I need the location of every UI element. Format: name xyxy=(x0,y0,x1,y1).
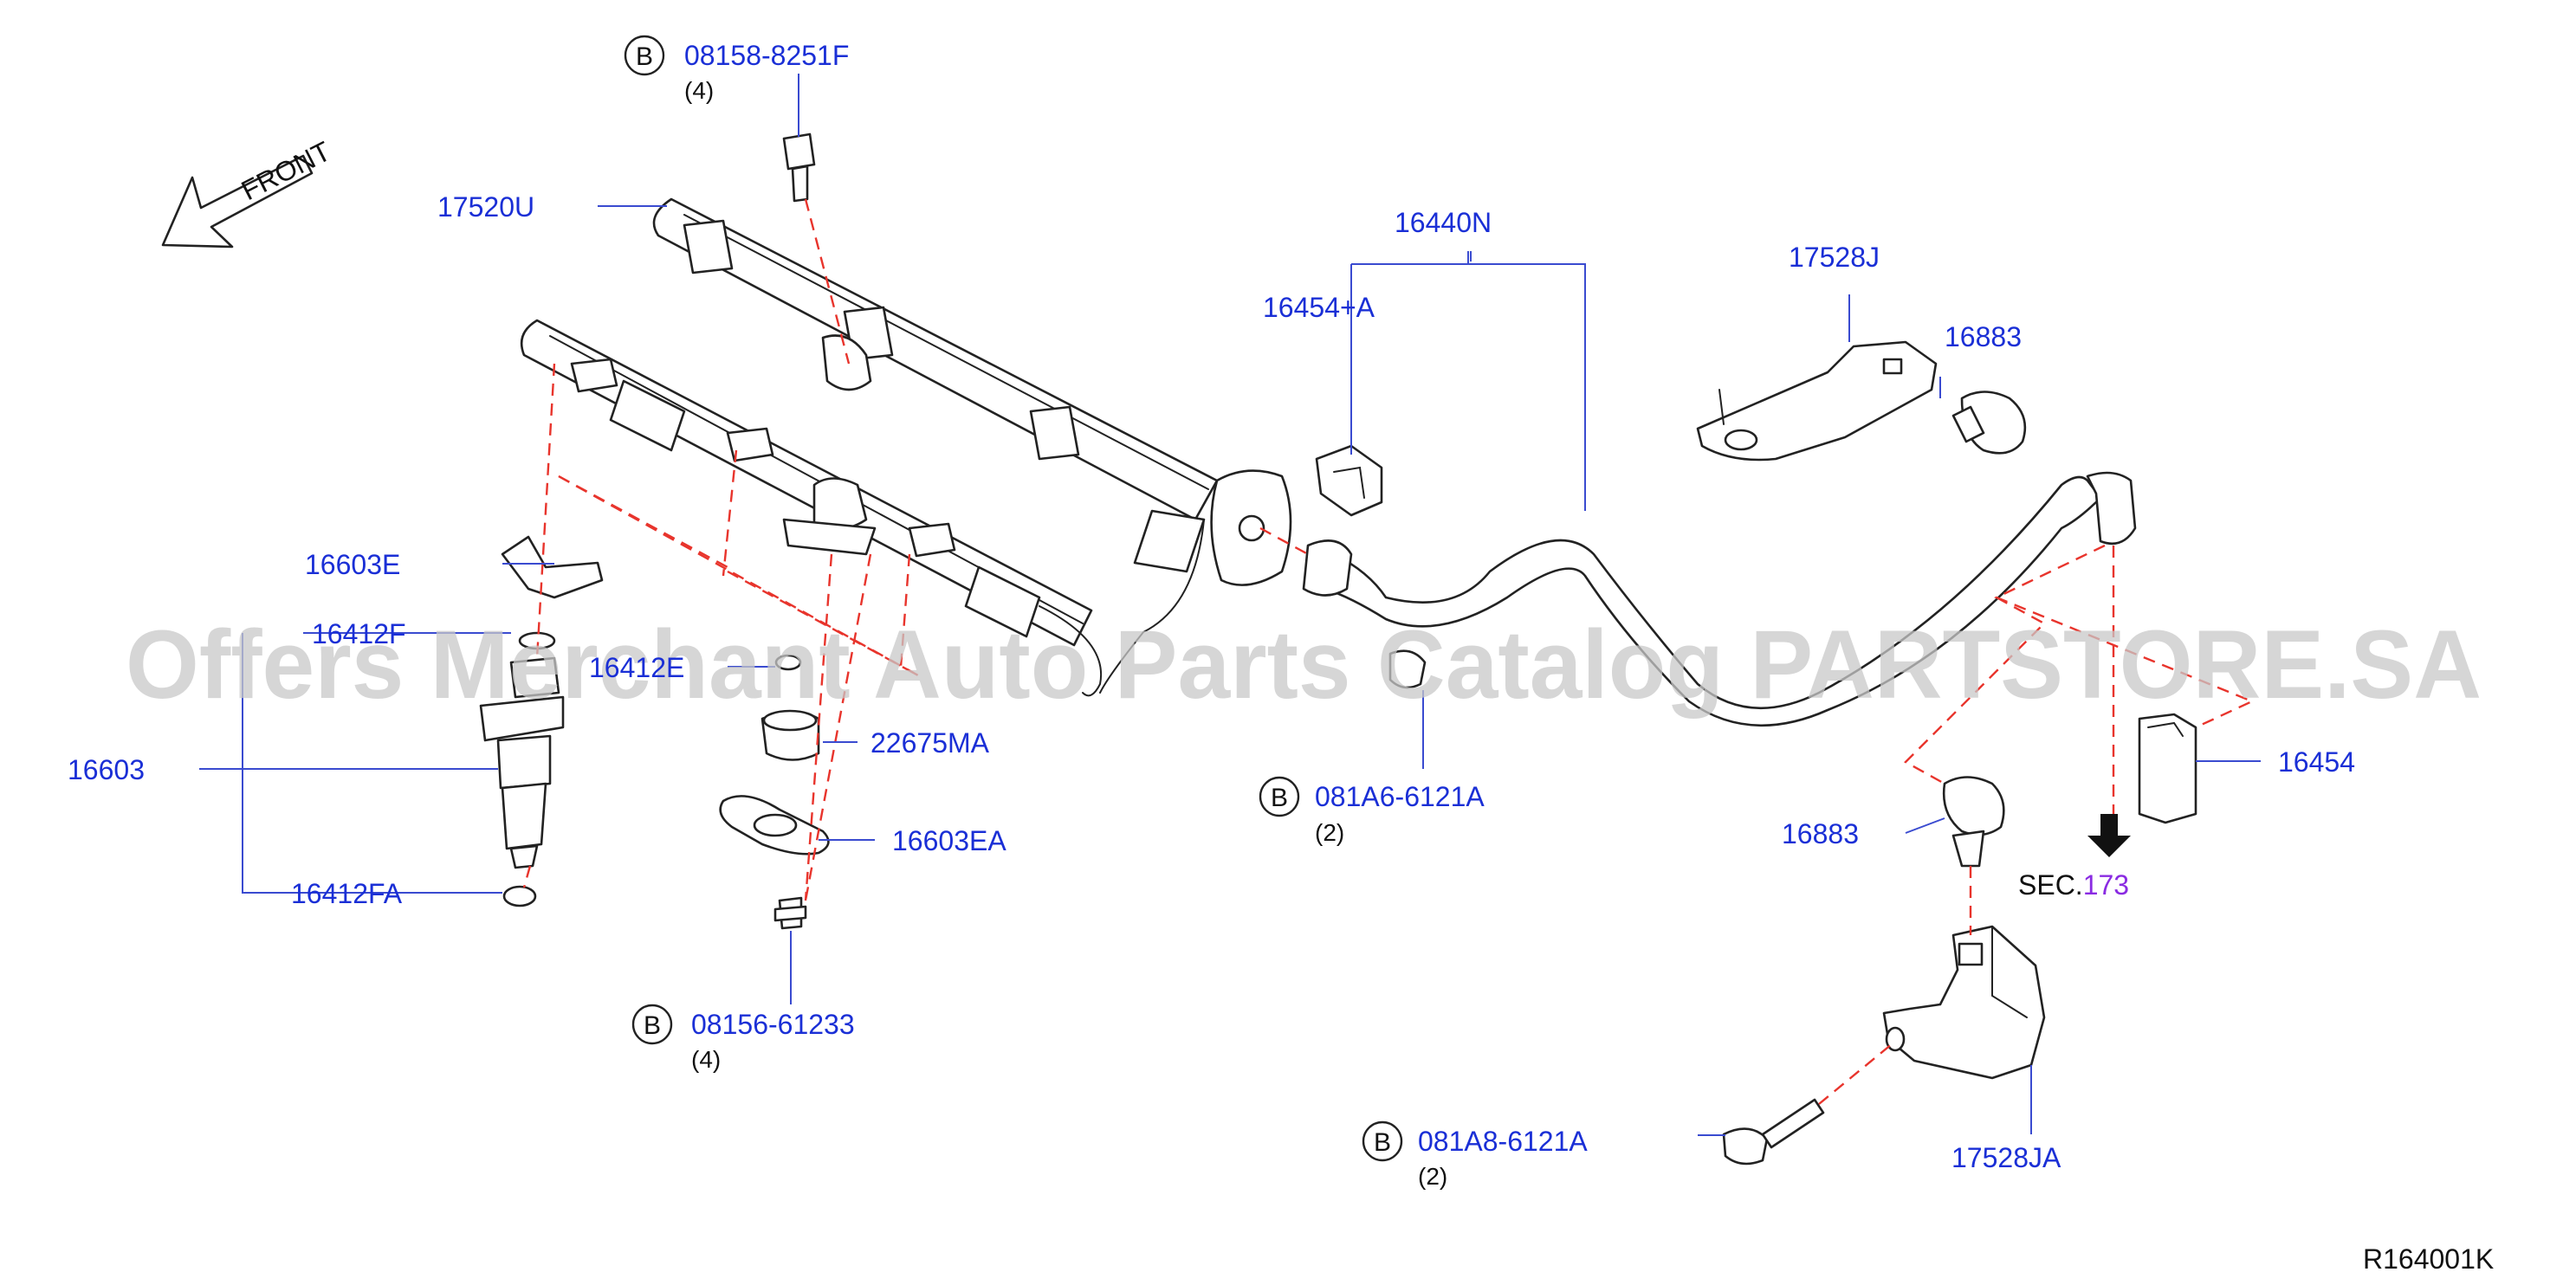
fuel-rail-lower[interactable] xyxy=(520,319,1103,697)
bolt-08156-61233[interactable] xyxy=(773,896,807,930)
front-label: FRONT xyxy=(236,135,336,206)
bolt-marker-circle xyxy=(1362,1120,1403,1162)
sec-arrow-icon xyxy=(2087,814,2131,857)
bolt-number-4[interactable]: 081A8-6121A xyxy=(1418,1126,1588,1157)
bolt-marker-letter: B xyxy=(636,42,653,71)
bolt-marker-letter: B xyxy=(644,1011,661,1040)
clip-16883-top[interactable] xyxy=(1951,391,2027,455)
bolt-number-1[interactable]: 08158-8251F xyxy=(684,40,849,71)
front-arrow-icon xyxy=(161,154,314,249)
clip-16454a[interactable] xyxy=(1315,444,1383,517)
clip-16603e[interactable] xyxy=(501,535,604,599)
bolt-qty-4: (2) xyxy=(1418,1163,1447,1190)
label-16883-bottom[interactable]: 16883 xyxy=(1782,818,1859,849)
fuel-tube[interactable] xyxy=(1302,471,2137,727)
watermark: Offers Merchant Auto Parts Catalog PARTS… xyxy=(126,610,2482,719)
label-16454[interactable]: 16454 xyxy=(2278,746,2355,778)
label-16603[interactable]: 16603 xyxy=(68,754,145,785)
sec-prefix: SEC. xyxy=(2018,869,2083,901)
label-16603e[interactable]: 16603E xyxy=(305,549,400,580)
bracket-17528j[interactable] xyxy=(1696,340,1938,462)
label-16412e[interactable]: 16412E xyxy=(589,652,684,683)
bolt-marker-circle xyxy=(631,1004,673,1045)
o-ring-16412fa[interactable] xyxy=(502,885,537,907)
bolt-qty-1: (4) xyxy=(684,77,714,104)
clip-16454[interactable] xyxy=(2138,713,2197,824)
insulator-22675ma[interactable] xyxy=(761,709,820,761)
bolt-081a6-6121a[interactable] xyxy=(1388,649,1427,689)
label-22675ma[interactable]: 22675MA xyxy=(871,727,990,759)
bolt-callout-4: B 081A8-6121A (2) xyxy=(1362,1120,1588,1190)
bolt-qty-3: (4) xyxy=(691,1046,721,1073)
bolt-number-2[interactable]: 081A6-6121A xyxy=(1315,781,1485,812)
label-17528j[interactable]: 17528J xyxy=(1789,242,1880,273)
label-16440n[interactable]: 16440N xyxy=(1395,207,1492,238)
label-16454a[interactable]: 16454+A xyxy=(1263,292,1375,323)
clip-16883-bottom[interactable] xyxy=(1942,776,2005,868)
label-16603ea[interactable]: 16603EA xyxy=(892,825,1006,856)
injector-16603[interactable] xyxy=(479,656,565,869)
alignment-lines xyxy=(522,198,2256,1105)
bolt-callout-3: B 08156-61233 (4) xyxy=(631,1004,855,1073)
fuel-rail-upper[interactable] xyxy=(652,197,1292,694)
bolt-081a8-6121a[interactable] xyxy=(1722,1098,1825,1166)
sec-reference: SEC.173 xyxy=(2018,869,2129,901)
label-16412f[interactable]: 16412F xyxy=(312,618,406,649)
bolt-marker-letter: B xyxy=(1374,1128,1391,1157)
label-16412fa[interactable]: 16412FA xyxy=(291,878,403,909)
bolt-callout-1: B 08158-8251F (4) xyxy=(624,35,849,104)
bolt-marker-circle xyxy=(1259,776,1300,817)
label-16883-top[interactable]: 16883 xyxy=(1945,321,2022,352)
leader-lines xyxy=(199,74,2261,1136)
bolt-08158-8251f[interactable] xyxy=(782,132,816,203)
diagram-code: R164001K xyxy=(2363,1243,2494,1275)
sec-link-173[interactable]: 173 xyxy=(2083,869,2129,901)
bracket-17528ja[interactable] xyxy=(1882,925,2046,1080)
bolt-callout-2: B 081A6-6121A (2) xyxy=(1259,776,1485,846)
seal-16412e[interactable] xyxy=(774,654,802,671)
label-17520u[interactable]: 17520U xyxy=(437,191,534,223)
gasket-16603ea[interactable] xyxy=(719,795,830,856)
bolt-marker-circle xyxy=(624,35,665,76)
label-17528ja[interactable]: 17528JA xyxy=(1951,1142,2061,1173)
bolt-qty-2: (2) xyxy=(1315,819,1344,846)
bolt-marker-letter: B xyxy=(1271,784,1288,812)
bolt-number-3[interactable]: 08156-61233 xyxy=(691,1009,855,1040)
